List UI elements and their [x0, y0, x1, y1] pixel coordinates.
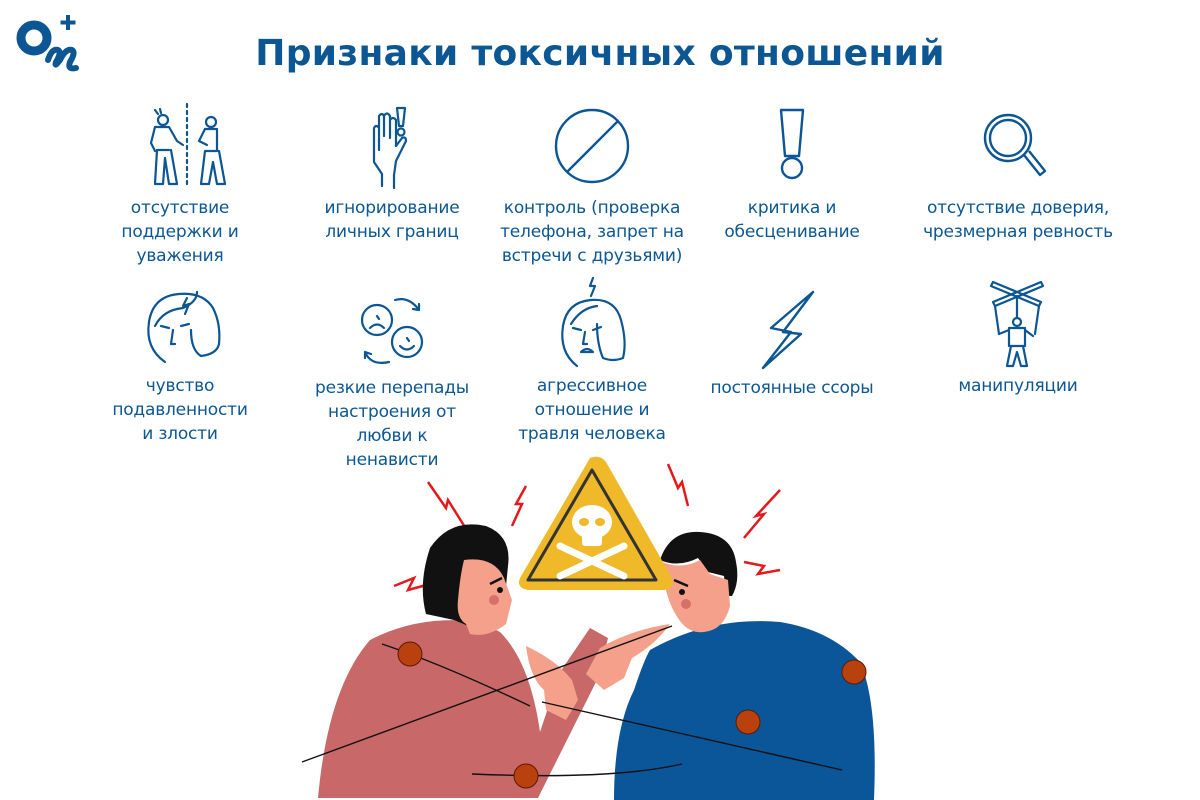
exclamation-mark-icon: [779, 108, 805, 180]
sign-label: критика и обесценивание: [724, 198, 860, 242]
poison-warning-sign-icon: [519, 456, 673, 590]
sign-label: отсутствие доверия, чрезмерная ревность: [923, 198, 1113, 242]
signs-grid: отсутствие поддержки и уважения игнориро…: [80, 100, 1118, 472]
sign-label: резкие перепады настроения от любви к не…: [314, 378, 469, 470]
angry-woman-face-icon: [561, 276, 626, 368]
two-people-divided-icon: [149, 102, 227, 188]
sign-quarrels: постоянные ссоры: [692, 290, 892, 400]
arguing-couple-illustration: [301, 456, 875, 800]
sign-label: чувство подавленности и злости: [112, 376, 248, 444]
sign-label: игнорирование личных границ: [324, 198, 460, 242]
rose-icon: [397, 641, 867, 789]
prohibited-circle-icon: [554, 108, 630, 184]
woman-figure: [318, 620, 608, 798]
raised-hand-exclamation-icon: [372, 106, 408, 190]
man-pointing-hand: [586, 624, 670, 690]
sign-label: отсутствие поддержки и уважения: [121, 198, 239, 266]
sign-label: манипуляции: [958, 376, 1078, 396]
puppet-on-strings-icon: [989, 280, 1045, 368]
distressed-woman-face-icon: [147, 290, 221, 364]
sign-label: постоянные ссоры: [710, 378, 874, 398]
sign-boundaries: игнорирование личных границ: [292, 100, 492, 244]
sign-no-support: отсутствие поддержки и уважения: [80, 100, 280, 268]
brand-logo[interactable]: [14, 10, 84, 75]
sign-label: агрессивное отношение и травля человека: [518, 376, 666, 444]
sign-aggression: агрессивное отношение и травля человека: [492, 276, 692, 446]
anger-lightning-icon: [393, 463, 781, 592]
sign-label: контроль (проверка телефона, запрет на в…: [500, 198, 684, 266]
sign-depression: чувство подавленности и злости: [80, 282, 280, 446]
woman-pointing-hand: [526, 646, 578, 720]
sign-criticism: критика и обесценивание: [692, 100, 892, 244]
magnifier-icon: [983, 113, 1047, 177]
lightning-bolt-icon: [761, 290, 815, 370]
sad-happy-faces-cycle-icon: [360, 298, 424, 364]
sign-distrust: отсутствие доверия, чрезмерная ревность: [918, 100, 1118, 244]
sign-control: контроль (проверка телефона, запрет на в…: [492, 100, 692, 268]
page-title: Признаки токсичных отношений: [255, 33, 945, 74]
sign-manipulation: манипуляции: [918, 276, 1118, 398]
sign-mood-swings: резкие перепады настроения от любви к не…: [292, 290, 492, 472]
